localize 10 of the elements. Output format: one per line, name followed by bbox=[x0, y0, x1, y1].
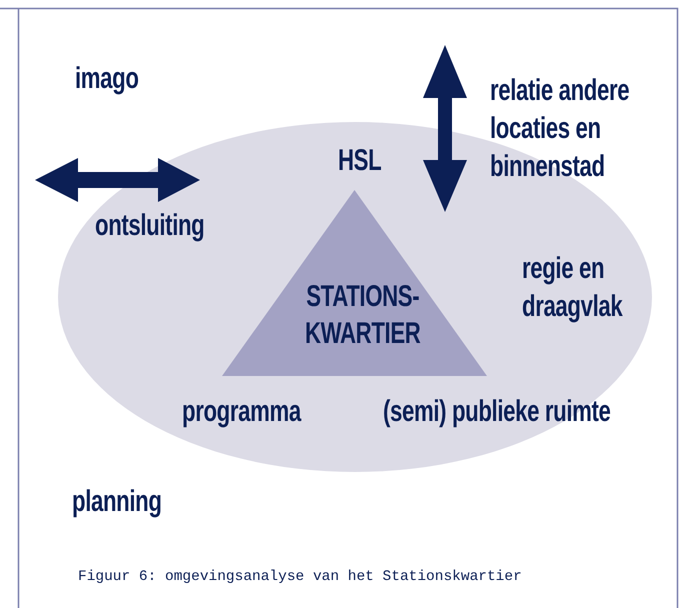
diagram-label: planning bbox=[72, 484, 163, 520]
diagram-label: imago bbox=[75, 61, 140, 97]
diagram-label: programma bbox=[182, 394, 302, 430]
diagram-label: (semi) publieke ruimte bbox=[383, 394, 612, 430]
diagram-label: regie en draagvlak bbox=[522, 251, 624, 325]
diagram-label: relatie andere locaties en binnenstad bbox=[490, 73, 630, 185]
diagram-label: ontsluiting bbox=[95, 208, 206, 244]
diagram-label: HSL bbox=[338, 143, 382, 179]
node-label: STATIONS- KWARTIER bbox=[305, 279, 420, 352]
figure-caption: Figuur 6: omgevingsanalyse van het Stationskwartier bbox=[78, 569, 522, 585]
